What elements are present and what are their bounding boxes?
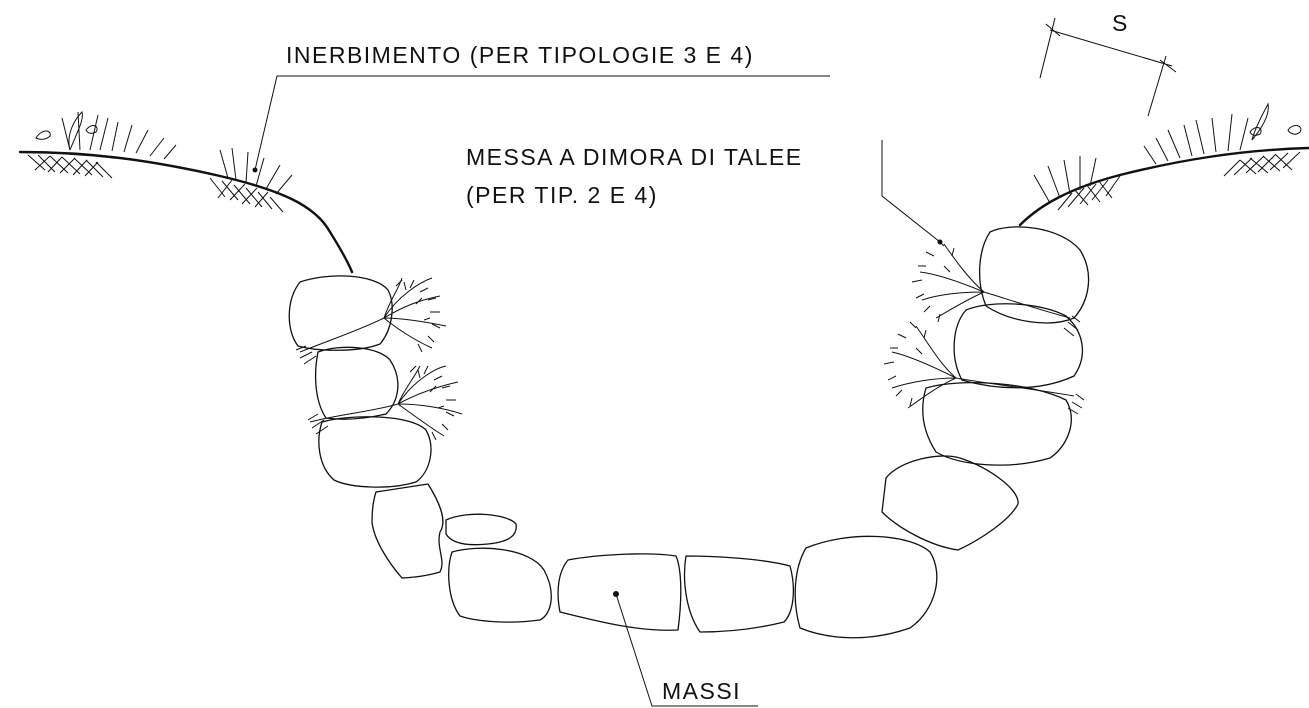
boulder — [445, 513, 517, 546]
shrub — [307, 365, 463, 441]
label-messa-a-dimora: MESSA A DIMORA DI TALEE — [466, 144, 803, 170]
boulder — [794, 535, 938, 639]
boulder — [881, 455, 1019, 551]
boulder — [557, 553, 682, 631]
right-bank — [1018, 102, 1309, 227]
cuttings — [295, 140, 1085, 441]
spacing-dimension — [1039, 17, 1177, 117]
label-massi: MASSI — [662, 678, 742, 704]
massi-leader — [613, 591, 758, 707]
left-bank — [18, 75, 830, 274]
label-messa-a-dimora-types: (PER TIP. 2 E 4) — [466, 182, 658, 208]
right-bank-grass — [1033, 102, 1302, 204]
shrub — [911, 239, 1081, 337]
boulder — [371, 483, 444, 579]
shrub — [883, 321, 1085, 415]
boulder — [448, 547, 552, 623]
boulder — [922, 382, 1072, 466]
boulder — [314, 346, 399, 420]
boulder — [288, 275, 393, 351]
label-spacing-s: S — [1112, 10, 1129, 36]
boulders — [288, 226, 1090, 639]
shrub — [295, 277, 447, 365]
left-bank-grass — [35, 111, 293, 195]
boulder — [953, 303, 1084, 389]
boulder — [318, 416, 432, 488]
boulder — [683, 555, 795, 633]
label-inerbimento: INERBIMENTO (PER TIPOLOGIE 3 E 4) — [286, 42, 754, 68]
right-bank-hatch — [1057, 151, 1301, 211]
inerbimento-leader — [254, 75, 830, 171]
boulder — [978, 226, 1090, 324]
left-bank-hatch — [27, 154, 284, 213]
